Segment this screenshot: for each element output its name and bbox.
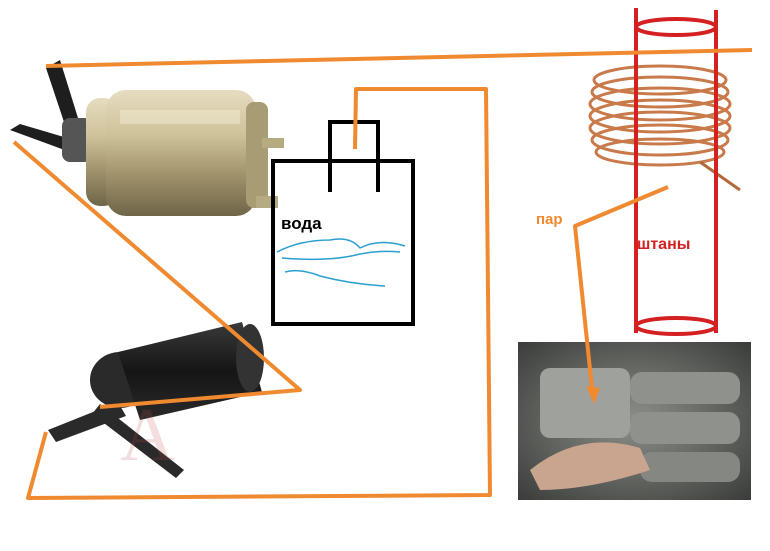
- pipe-pump-loop: [12, 140, 302, 409]
- svg-text:А: А: [120, 393, 175, 477]
- pipelines: [12, 48, 753, 500]
- pants-cylinder: [634, 8, 718, 336]
- pipe-pump-to-coil: [45, 48, 753, 68]
- washer-pump-photo: А: [48, 322, 264, 478]
- copper-coil-photo: [588, 64, 741, 192]
- label-water: вода: [281, 214, 322, 233]
- fuel-pump-photo: [10, 60, 284, 216]
- pipe-tank-to-return: [26, 87, 492, 500]
- label-pants: штаны: [637, 236, 691, 253]
- steam-arrow-head: [586, 386, 600, 404]
- label-steam: пар: [536, 211, 563, 228]
- pipe-steam: [573, 185, 669, 399]
- carburetor-engine-photo: [518, 342, 751, 500]
